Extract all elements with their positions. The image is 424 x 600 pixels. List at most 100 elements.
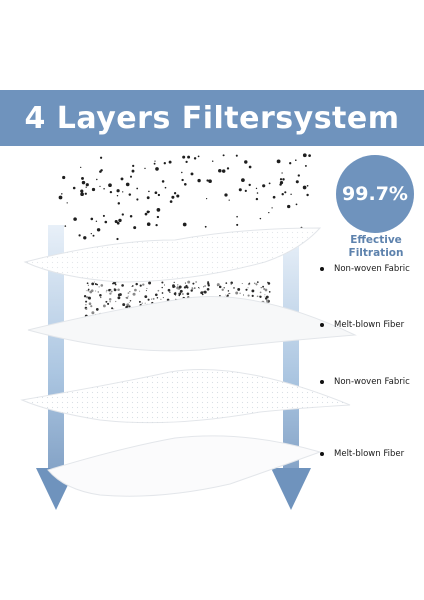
particle (242, 294, 245, 296)
particle (222, 154, 225, 157)
particle (64, 225, 67, 227)
particle (173, 281, 175, 283)
particle (295, 159, 297, 161)
particle (132, 292, 136, 296)
particle (117, 288, 120, 291)
particle (104, 220, 108, 224)
particle (178, 294, 181, 297)
particle (108, 298, 112, 301)
particle (110, 290, 113, 293)
particle (190, 172, 194, 176)
particle (151, 298, 153, 300)
particle (190, 289, 193, 292)
particle (94, 283, 97, 285)
particle (272, 195, 276, 199)
particle (204, 225, 207, 228)
particle (279, 183, 282, 186)
particle (96, 309, 98, 311)
particle (259, 217, 262, 220)
particle (109, 292, 112, 295)
particle (91, 282, 95, 286)
particle (161, 292, 164, 294)
particle (182, 155, 186, 159)
particle (91, 187, 96, 192)
particle (183, 286, 187, 289)
layer-sheet-3 (20, 368, 351, 424)
particle (100, 284, 104, 287)
particle (173, 292, 177, 296)
particle (259, 295, 261, 298)
particle (184, 282, 186, 284)
particle (126, 296, 129, 299)
particle (83, 236, 87, 240)
particle (85, 186, 87, 188)
particle (121, 213, 124, 216)
particle (306, 184, 309, 187)
particle (66, 202, 68, 204)
particle (136, 187, 139, 190)
particle (287, 204, 291, 209)
particle (256, 192, 259, 194)
particle (162, 297, 164, 299)
particle (146, 196, 150, 200)
particle (121, 284, 124, 287)
particle (177, 284, 179, 286)
particle (147, 298, 150, 301)
particle (110, 288, 112, 290)
particle (139, 290, 141, 292)
particle (221, 169, 226, 173)
particle (281, 193, 284, 196)
particle (304, 164, 307, 167)
particle (156, 296, 159, 299)
particle (263, 287, 266, 291)
particle (193, 157, 197, 160)
particle (181, 293, 184, 295)
particle (169, 200, 173, 203)
particle (146, 287, 148, 290)
particle (103, 187, 105, 190)
filtration-percentage: 99.7% (342, 183, 408, 205)
particle (181, 171, 183, 174)
particle (308, 154, 311, 157)
particle (87, 288, 90, 291)
particle (96, 228, 101, 232)
particle (156, 215, 160, 219)
particle (90, 289, 94, 293)
particle (84, 192, 87, 195)
caption-line-2: Filtration (348, 247, 404, 259)
particle (122, 191, 124, 193)
particle (194, 287, 196, 289)
particle (62, 175, 66, 180)
particle (85, 300, 88, 303)
particle (135, 282, 138, 286)
particle (264, 294, 266, 296)
layer-sheet-1 (23, 227, 322, 283)
particle (297, 174, 300, 177)
particle (262, 285, 265, 288)
particle (192, 282, 195, 285)
particle (201, 293, 204, 296)
particle (129, 300, 132, 302)
particle (236, 215, 238, 218)
particle (233, 287, 235, 289)
particle (116, 237, 119, 241)
particle (116, 194, 119, 197)
particle (114, 219, 118, 224)
particle (224, 193, 228, 197)
particle (80, 166, 82, 169)
particle (129, 215, 133, 218)
particle (197, 178, 201, 183)
particle (106, 289, 108, 292)
particle (145, 290, 147, 292)
right-arrow-icon (271, 235, 311, 510)
particle (105, 291, 107, 293)
particle (80, 192, 84, 197)
particle (78, 234, 81, 237)
particle (81, 176, 84, 180)
particle (108, 183, 112, 188)
particle (168, 160, 172, 164)
particle (262, 184, 266, 188)
particle (229, 292, 231, 294)
particle (253, 282, 256, 285)
